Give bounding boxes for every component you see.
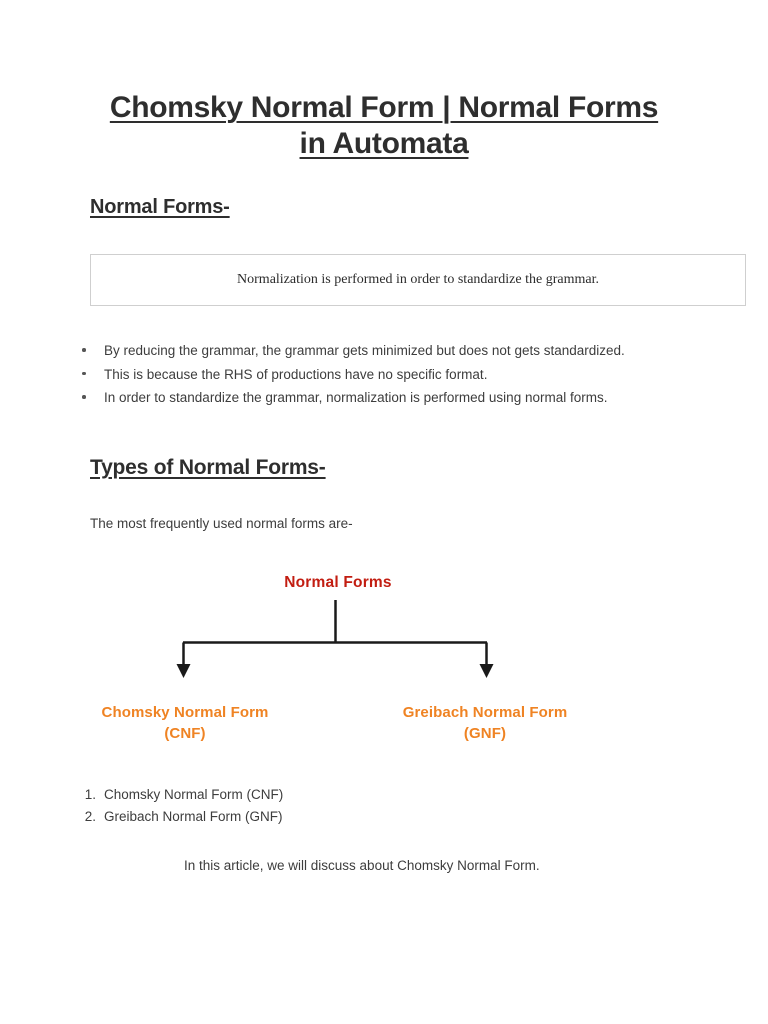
diagram-leaf-gnf-line-2: (GNF) — [463, 725, 507, 742]
list-item-number: 2. — [84, 809, 96, 824]
arrowhead-right-icon — [479, 664, 494, 678]
bullet-dot-icon — [82, 395, 86, 399]
list-item-text: Chomsky Normal Form (CNF) — [104, 787, 284, 802]
list-item-text: In order to standardize the grammar, nor… — [104, 390, 608, 405]
numbered-list: 1. Chomsky Normal Form (CNF) 2. Greibach… — [78, 784, 284, 828]
paragraph-closing: In this article, we will discuss about C… — [184, 858, 540, 873]
bullet-dot-icon — [82, 348, 86, 352]
list-item: 1. Chomsky Normal Form (CNF) — [78, 784, 284, 806]
section-heading-types-text: Types of Normal Forms- — [90, 456, 326, 479]
callout-box: Normalization is performed in order to s… — [90, 254, 746, 306]
diagram-leaf-gnf-line-1: Greibach Normal Form — [402, 704, 568, 721]
section-heading-normal-forms: Normal Forms- — [90, 194, 230, 220]
normal-forms-tree-diagram: Normal Forms Chomsky Normal Form (CNF) G… — [0, 560, 768, 760]
list-item: This is because the RHS of productions h… — [78, 365, 698, 385]
diagram-root-label: Normal Forms — [284, 574, 392, 591]
list-item-text: By reducing the grammar, the grammar get… — [104, 343, 625, 358]
page-title-line-2: in Automata — [299, 127, 469, 160]
list-item-number: 1. — [84, 787, 96, 802]
list-item-text: This is because the RHS of productions h… — [104, 366, 488, 382]
paragraph-most-frequent: The most frequently used normal forms ar… — [90, 516, 353, 531]
diagram-connectors — [176, 600, 494, 678]
list-item-text: Greibach Normal Form (GNF) — [104, 809, 283, 824]
page-title-line-1: Chomsky Normal Form | Normal Forms — [109, 91, 659, 124]
diagram-leaf-cnf-line-2: (CNF) — [164, 725, 206, 742]
diagram-leaf-cnf-line-1: Chomsky Normal Form — [101, 704, 269, 721]
section-heading-types-of-normal-forms: Types of Normal Forms- — [90, 454, 326, 481]
section-heading-normal-forms-text: Normal Forms- — [90, 196, 230, 218]
arrowhead-left-icon — [176, 664, 191, 678]
diagram-leaf-cnf: Chomsky Normal Form (CNF) — [60, 702, 310, 744]
bullet-list: By reducing the grammar, the grammar get… — [78, 341, 698, 412]
list-item: By reducing the grammar, the grammar get… — [78, 341, 698, 361]
bullet-dot-icon — [82, 371, 86, 375]
list-item: 2. Greibach Normal Form (GNF) — [78, 806, 283, 828]
page-title: Chomsky Normal Form | Normal Forms in Au… — [96, 90, 672, 162]
list-item: In order to standardize the grammar, nor… — [78, 388, 698, 408]
diagram-leaf-gnf: Greibach Normal Form (GNF) — [360, 702, 610, 744]
callout-text: Normalization is performed in order to s… — [237, 272, 599, 287]
